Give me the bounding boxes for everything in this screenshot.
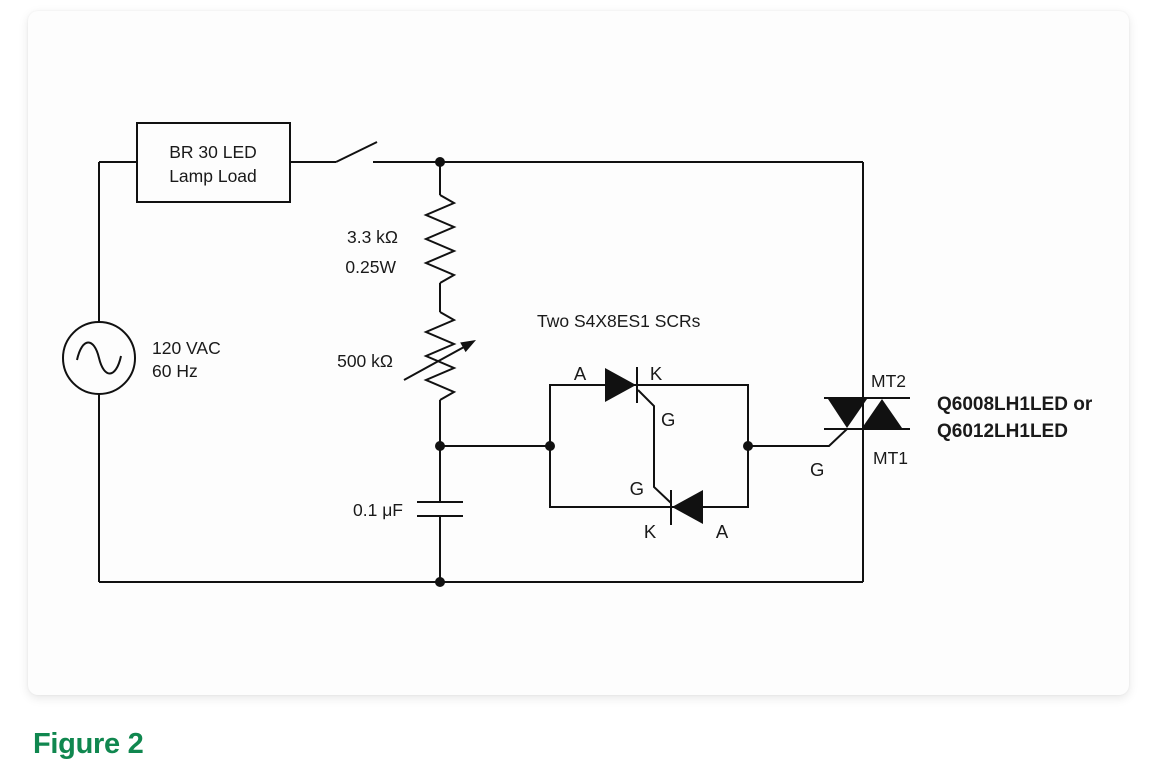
capacitor-value-label: 0.1 μF: [353, 500, 403, 520]
scr-pair-note: Two S4X8ES1 SCRs: [537, 311, 701, 331]
resistor-power-label: 0.25W: [345, 257, 396, 277]
wire-triac-gate: [748, 428, 848, 447]
scr-top-gate-label: G: [661, 409, 675, 430]
junction-dots: [435, 157, 753, 587]
junction-dot: [743, 441, 753, 451]
figure-caption: Figure 2: [33, 728, 144, 760]
scr-top-anode-label: A: [574, 363, 587, 384]
scr-bottom-anode-label: A: [716, 521, 729, 542]
scr-top-cathode-label: K: [650, 363, 663, 384]
resistor-zigzag: [423, 194, 457, 284]
sine-wave-icon: [76, 341, 122, 375]
scr-bottom-gate-label: G: [630, 478, 644, 499]
scr-bottom-cathode-label: K: [644, 521, 657, 542]
resistor-value-label: 3.3 kΩ: [347, 227, 398, 247]
source-voltage-label: 120 VAC: [152, 338, 221, 358]
junction-dot: [435, 157, 445, 167]
junction-dot: [545, 441, 555, 451]
triac-triangle-right: [862, 399, 902, 428]
scr-pair-block: A K G G K A: [549, 363, 749, 542]
ac-source-symbol: [62, 321, 136, 395]
resistor-symbol: 3.3 kΩ 0.25W: [345, 194, 457, 284]
triac-triangle-left: [828, 399, 867, 428]
switch-blade: [335, 141, 378, 163]
scr-gate-cross-link: [637, 389, 672, 504]
scr-bottom-triangle: [672, 490, 703, 524]
capacitor-symbol: 0.1 μF: [353, 500, 463, 520]
scr-loop-outline: [549, 384, 749, 508]
scr-top-triangle: [605, 368, 636, 402]
junction-dot: [435, 441, 445, 451]
potentiometer-arrow-head: [460, 340, 476, 353]
triac-part-number-line2: Q6012LH1LED: [937, 421, 1068, 442]
potentiometer-arrow-shaft: [403, 346, 465, 381]
lamp-load-label-line2: Lamp Load: [169, 166, 257, 186]
triac-part-number-line1: Q6008LH1LED or: [937, 394, 1093, 415]
triac-mt2-label: MT2: [871, 371, 906, 391]
triac-gate-label: G: [810, 459, 824, 480]
triac-symbol: MT2 MT1 G: [810, 371, 910, 480]
lamp-load-label-line1: BR 30 LED: [169, 142, 257, 162]
ac-source-circle: [62, 321, 136, 395]
potentiometer-zigzag: [423, 311, 457, 401]
triac-mt1-label: MT1: [873, 448, 908, 468]
junction-dot: [435, 577, 445, 587]
circuit-wires: [98, 161, 864, 583]
lamp-load-box: BR 30 LED Lamp Load: [136, 122, 291, 203]
potentiometer-symbol: 500 kΩ: [337, 311, 476, 401]
lamp-load-outline: [136, 122, 291, 203]
potentiometer-value-label: 500 kΩ: [337, 351, 393, 371]
source-frequency-label: 60 Hz: [152, 361, 198, 381]
